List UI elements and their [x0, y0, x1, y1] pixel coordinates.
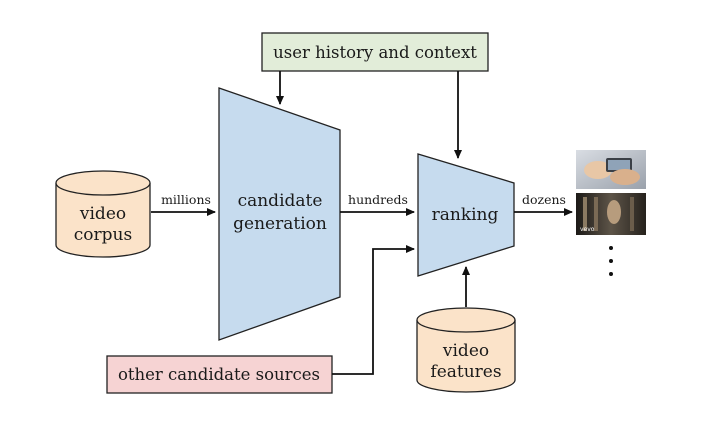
arrow-other-sources-to-ranking — [332, 245, 415, 375]
ranking-label: ranking — [432, 205, 499, 225]
vevo-watermark: vevo — [580, 226, 595, 233]
video-features-label-line2: features — [430, 362, 501, 382]
other-candidate-sources-label: other candidate sources — [118, 365, 320, 384]
ranking-block: ranking — [417, 153, 515, 277]
edge-label-hundreds: hundreds — [348, 192, 408, 207]
video-corpus-cylinder: video corpus — [55, 170, 151, 258]
video-corpus-label-line2: corpus — [74, 225, 132, 245]
video-thumbnail-2: vevo — [576, 193, 646, 235]
video-features-label-line1: video — [442, 341, 489, 361]
user-history-context-box: user history and context — [261, 32, 489, 72]
video-corpus-label-line1: video — [79, 204, 126, 224]
other-candidate-sources-box: other candidate sources — [106, 355, 333, 394]
more-results-ellipsis — [609, 246, 613, 276]
candidate-generation-label-line1: candidate — [238, 191, 323, 211]
candidate-generation-label-line2: generation — [233, 214, 327, 234]
user-history-context-label: user history and context — [273, 43, 477, 62]
candidate-generation-block: candidate generation — [218, 87, 341, 341]
video-features-cylinder: video features — [416, 307, 516, 393]
arrows — [151, 71, 573, 375]
edge-label-millions: millions — [161, 192, 211, 207]
edge-label-dozens: dozens — [522, 192, 566, 207]
video-thumbnail-1 — [576, 150, 646, 189]
